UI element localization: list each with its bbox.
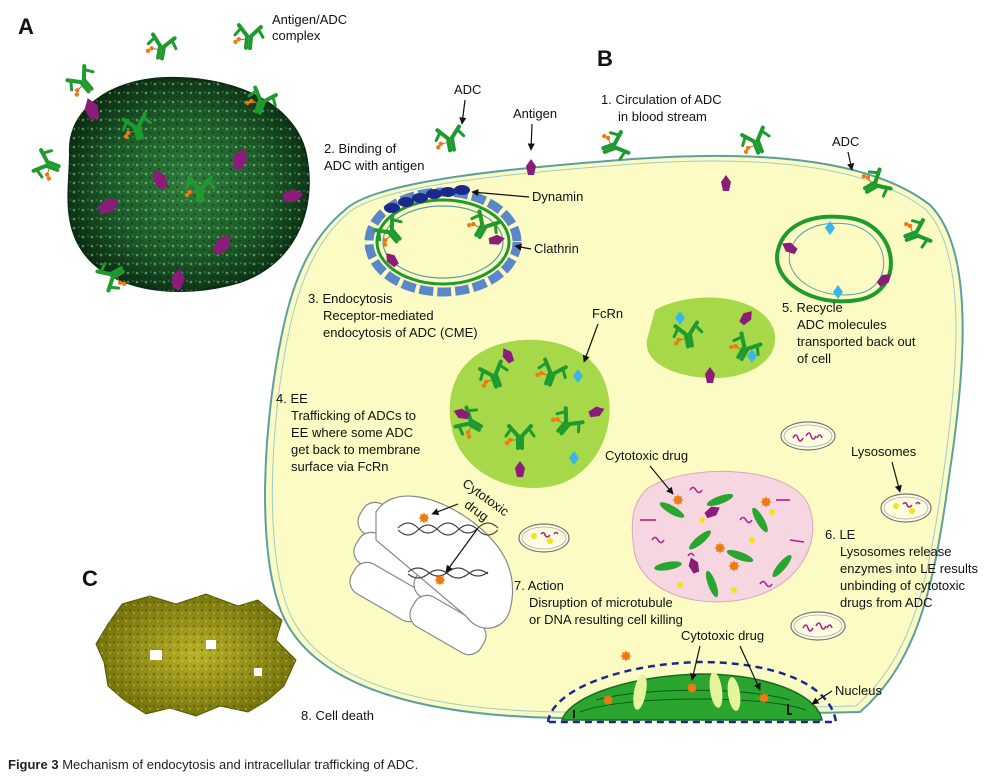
cytotoxic-drug-le-label: Cytotoxic drug bbox=[605, 448, 688, 463]
dynamin-label: Dynamin bbox=[532, 189, 583, 204]
adc-label-right: ADC bbox=[832, 134, 859, 149]
ee-label: 4. EE Trafficking of ADCs to EE where so… bbox=[276, 391, 424, 474]
recycling-vesicle bbox=[775, 214, 934, 304]
dead-cell bbox=[95, 593, 297, 717]
figure-number: Figure 3 bbox=[8, 757, 59, 772]
adc-label-top: ADC bbox=[454, 82, 481, 97]
recycle-label: 5. Recycle ADC molecules transported bac… bbox=[782, 300, 919, 366]
lysosome-2 bbox=[880, 493, 932, 523]
figure-caption-text: Mechanism of endocytosis and intracellul… bbox=[62, 757, 419, 772]
endocytosis-label: 3. Endocytosis Receptor-mediated endocyt… bbox=[308, 291, 478, 340]
figure-caption: Figure 3 Mechanism of endocytosis and in… bbox=[8, 757, 418, 772]
early-endosome-large bbox=[449, 339, 610, 488]
binding-label: 2. Binding of ADC with antigen bbox=[324, 141, 424, 173]
lysosome-4 bbox=[790, 611, 846, 641]
panel-label-b: B bbox=[597, 46, 613, 71]
antigen-adc-complex-label: Antigen/ADC complex bbox=[272, 12, 351, 43]
cell-death-label: 8. Cell death bbox=[301, 708, 374, 723]
lysosomes-label: Lysosomes bbox=[851, 444, 917, 459]
lysosome-1 bbox=[780, 421, 836, 451]
action-label: 7. Action Disruption of microtubule or D… bbox=[514, 578, 683, 627]
dynamin-ring bbox=[384, 185, 470, 213]
antigen-label: Antigen bbox=[513, 106, 557, 121]
late-endosome bbox=[631, 470, 814, 603]
microtubule-bundle bbox=[349, 495, 514, 656]
nucleus-label: Nucleus bbox=[835, 683, 882, 698]
panel-label-c: C bbox=[82, 566, 98, 591]
fcrn-label: FcRn bbox=[592, 306, 623, 321]
circulation-label: 1. Circulation of ADC in blood stream bbox=[601, 92, 725, 124]
early-endosome-small bbox=[646, 297, 776, 383]
lysosome-3 bbox=[518, 523, 570, 553]
panel-label-a: A bbox=[18, 14, 34, 39]
cytotoxic-drug-nucleus-label: Cytotoxic drug bbox=[681, 628, 764, 643]
clathrin-coated-vesicle bbox=[364, 185, 522, 297]
le-label: 6. LE Lysosomes release enzymes into LE … bbox=[825, 527, 982, 610]
clathrin-label: Clathrin bbox=[534, 241, 579, 256]
